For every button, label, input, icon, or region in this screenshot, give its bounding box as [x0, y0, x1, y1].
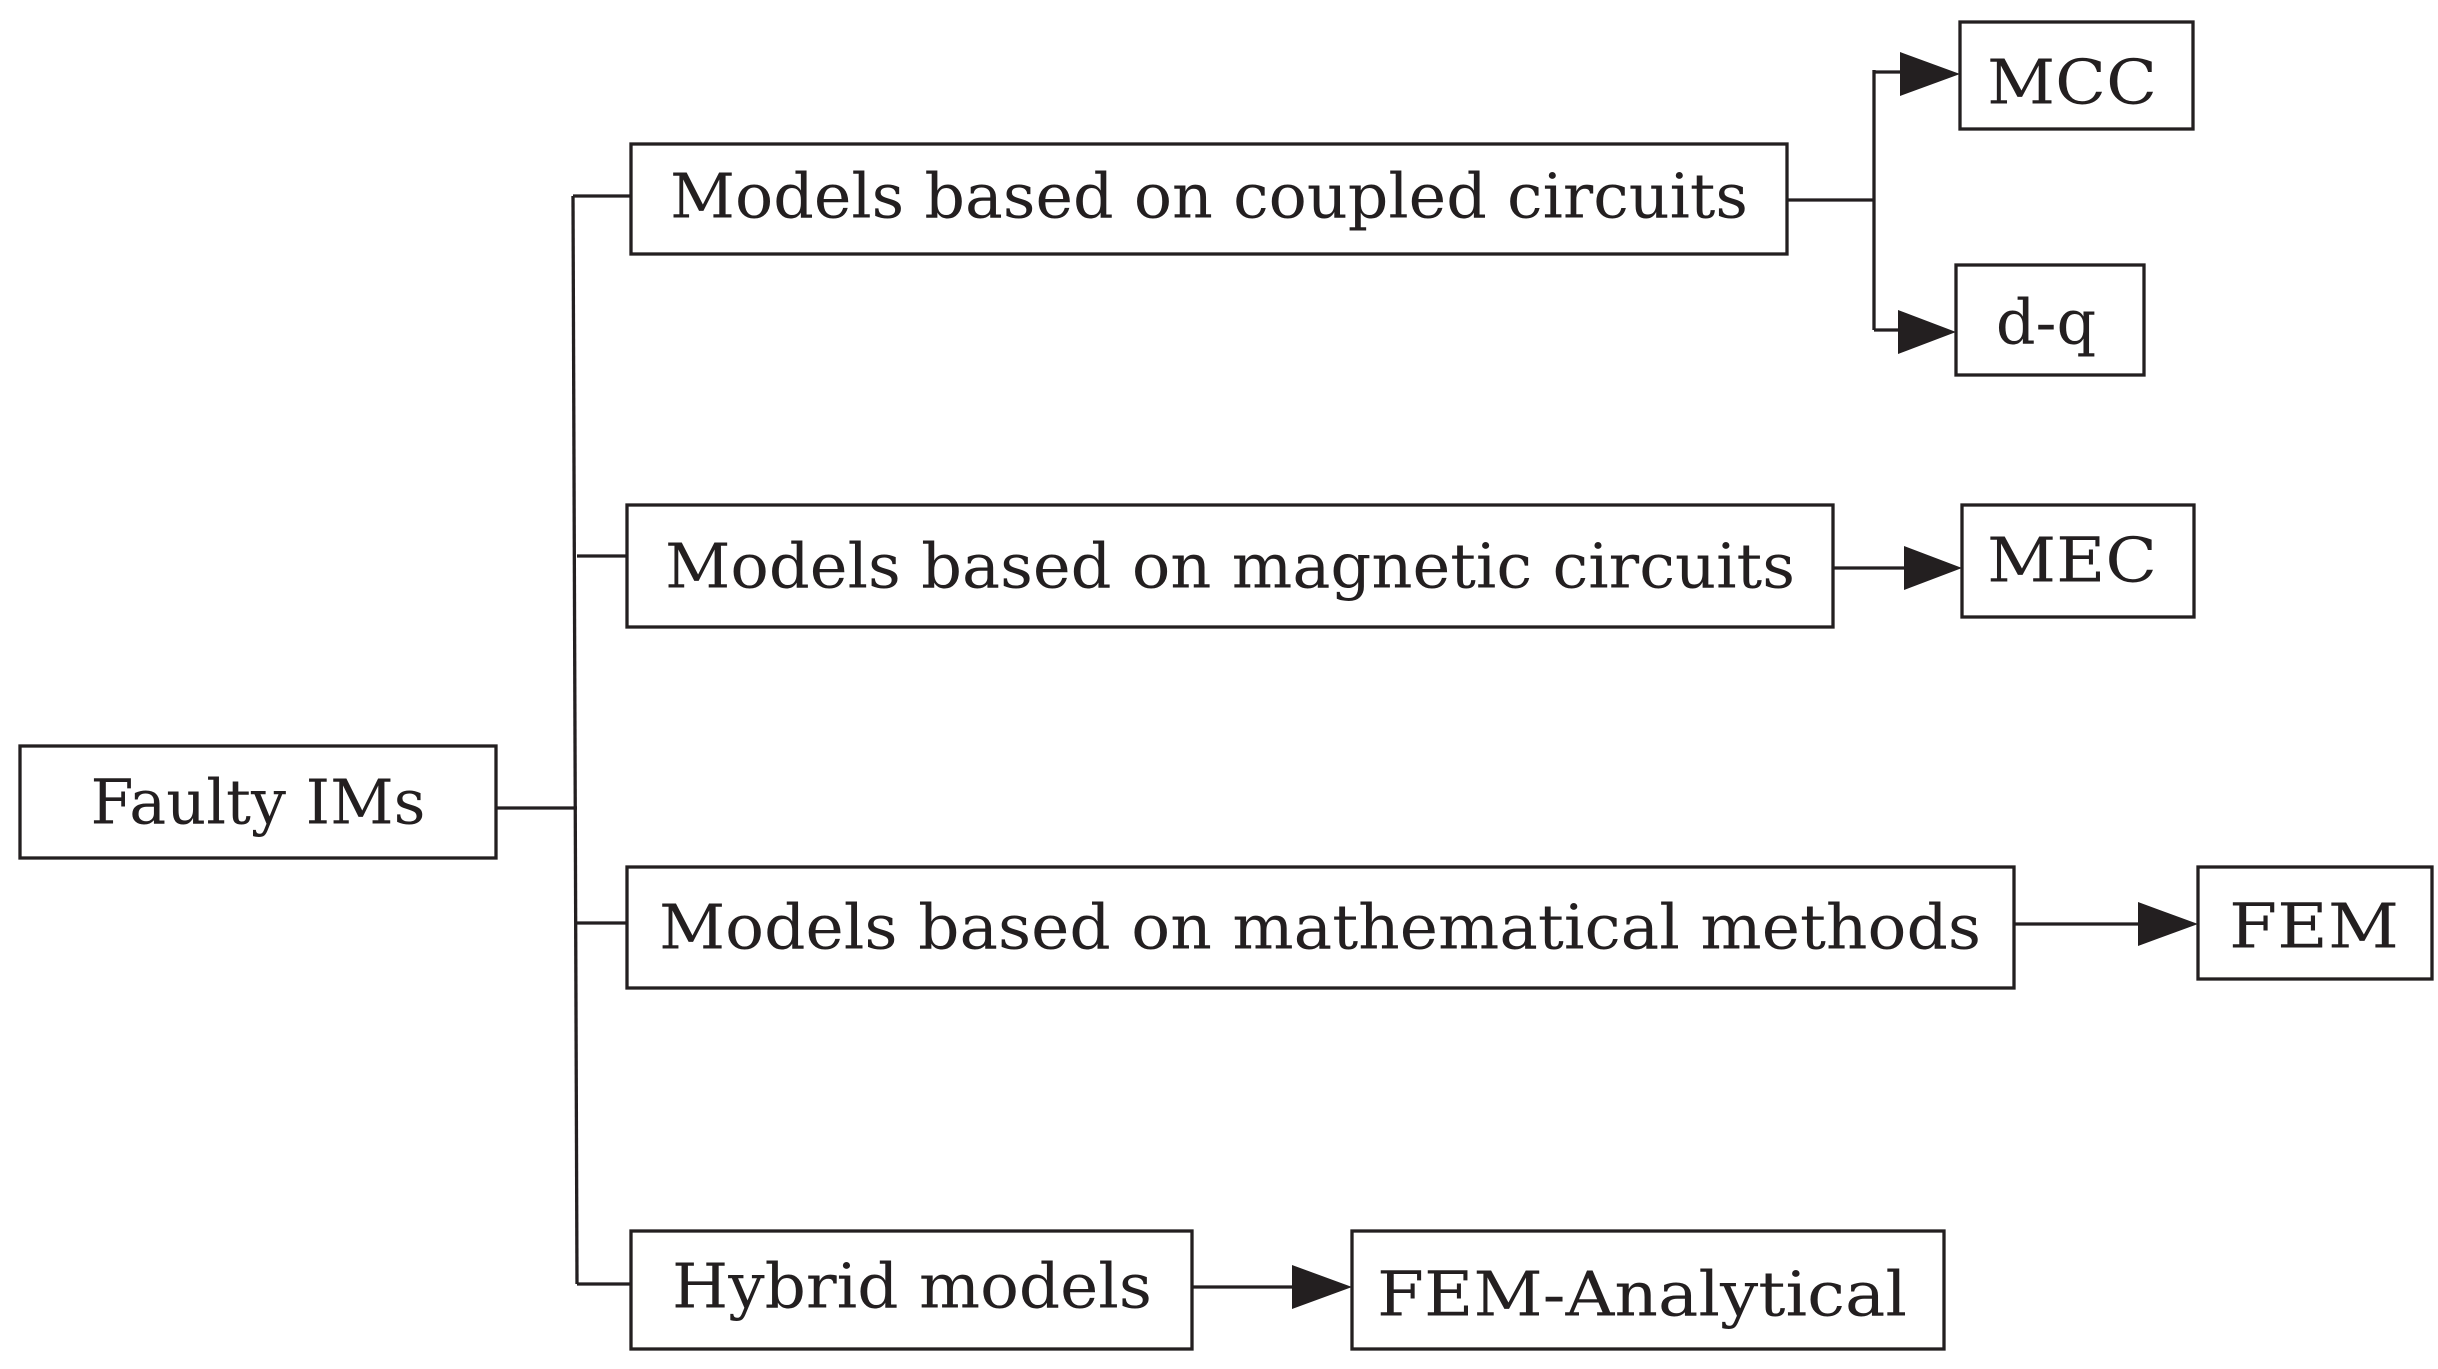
node-coupled-circuits-label: Models based on coupled circuits	[670, 160, 1748, 233]
arrowhead-mcc	[1900, 52, 1960, 96]
node-hybrid-models-box	[629, 1229, 1194, 1351]
connector-coupled-fork	[1787, 70, 1876, 330]
node-magnetic-circuits-label: Models based on magnetic circuits	[665, 530, 1795, 603]
node-faulty-ims: Faulty IMs	[18, 744, 498, 860]
node-mec-box	[1960, 503, 2196, 619]
node-hybrid-models: Hybrid models	[629, 1229, 1194, 1351]
node-dq: d-q	[1954, 263, 2146, 377]
node-mathematical-methods-box	[625, 865, 2016, 990]
connectors	[496, 52, 2198, 1309]
connector-trunk	[571, 195, 579, 1285]
node-fem: FEM	[2196, 865, 2434, 981]
node-fem-box	[2196, 865, 2434, 981]
node-fem-analytical-box	[1350, 1229, 1946, 1351]
arrowhead-mec	[1904, 546, 1962, 590]
node-dq-box	[1954, 263, 2146, 377]
node-mcc-box	[1958, 20, 2195, 131]
node-mcc: MCC	[1958, 20, 2195, 131]
node-coupled-circuits-box	[629, 142, 1789, 256]
arrowhead-dq	[1898, 310, 1956, 354]
node-mec-label: MEC	[1987, 524, 2157, 597]
node-faulty-ims-label: Faulty IMs	[91, 766, 426, 839]
node-fem-label: FEM	[2229, 890, 2399, 963]
node-mathematical-methods-label: Models based on mathematical methods	[659, 891, 1981, 964]
node-dq-label: d-q	[1996, 286, 2096, 359]
node-mathematical-methods: Models based on mathematical methods	[625, 865, 2016, 990]
arrowhead-fem	[2138, 902, 2198, 946]
node-magnetic-circuits: Models based on magnetic circuits	[625, 503, 1835, 629]
node-fem-analytical-label: FEM-Analytical	[1377, 1258, 1907, 1331]
node-mec: MEC	[1960, 503, 2196, 619]
node-fem-analytical: FEM-Analytical	[1350, 1229, 1946, 1351]
node-hybrid-models-label: Hybrid models	[672, 1250, 1152, 1323]
node-faulty-ims-box	[18, 744, 498, 860]
node-mcc-label: MCC	[1987, 46, 2157, 119]
node-coupled-circuits: Models based on coupled circuits	[629, 142, 1789, 256]
node-magnetic-circuits-box	[625, 503, 1835, 629]
arrowhead-fem-analytical	[1292, 1265, 1352, 1309]
